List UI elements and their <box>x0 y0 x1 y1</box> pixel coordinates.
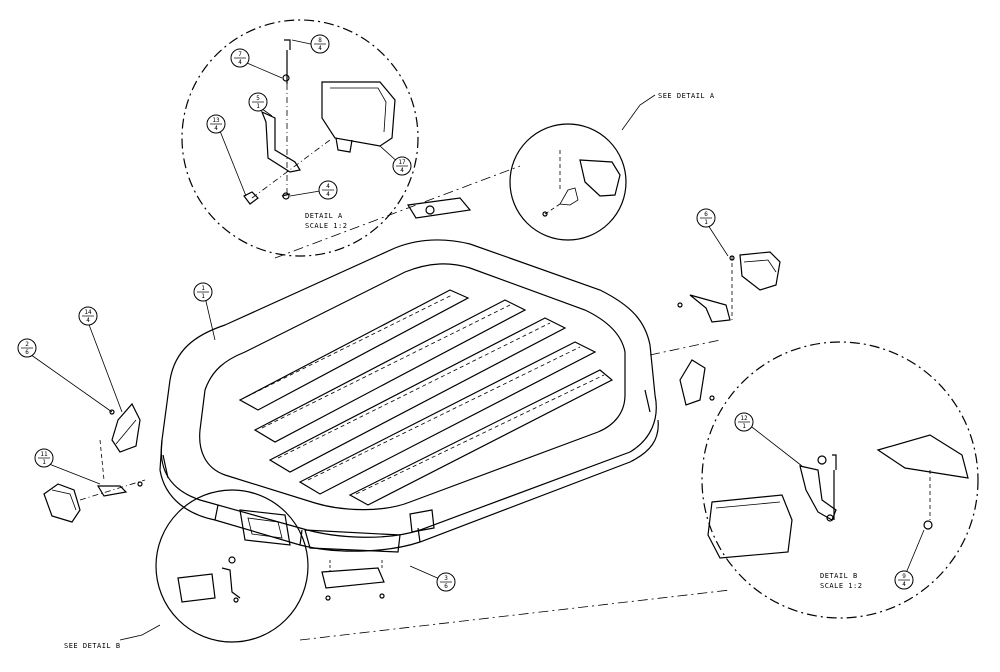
balloon-item-number: 11 <box>40 451 48 458</box>
detail-b-title: DETAIL B <box>820 572 858 580</box>
top-clip <box>407 197 472 219</box>
left-work-lamp <box>43 479 146 523</box>
balloon-item-number: 2 <box>25 341 29 348</box>
item-balloon: 121 <box>734 412 754 432</box>
item-balloon: 44 <box>318 180 338 200</box>
balloon-item-number: 5 <box>256 95 260 102</box>
balloon-item-number: 4 <box>326 183 330 190</box>
detail-b-scale: SCALE 1:2 <box>820 582 862 590</box>
item-balloon: 174 <box>392 156 412 176</box>
balloon-item-number: 6 <box>704 211 708 218</box>
right-work-lamp <box>677 251 781 323</box>
item-balloon: 144 <box>78 306 98 326</box>
balloon-quantity: 1 <box>704 219 708 226</box>
balloon-item-number: 17 <box>398 159 406 166</box>
item-balloon: 84 <box>310 34 330 54</box>
balloon-quantity: 4 <box>238 59 242 66</box>
balloon-quantity: 6 <box>25 349 29 356</box>
balloon-quantity: 4 <box>214 125 218 132</box>
balloon-item-number: 14 <box>84 309 92 316</box>
detail-b-circle <box>701 341 979 619</box>
item-balloon: 74 <box>230 48 250 68</box>
balloon-quantity: 4 <box>902 581 906 588</box>
balloon-quantity: 4 <box>318 45 322 52</box>
roof-shell <box>159 239 659 553</box>
detail-a-circle <box>181 19 419 257</box>
balloon-quantity: 4 <box>400 167 404 174</box>
detail-a-scale: SCALE 1:2 <box>305 222 347 230</box>
detail-a-reference-circle <box>509 123 627 241</box>
item-balloon: 134 <box>206 114 226 134</box>
balloon-item-number: 12 <box>740 415 748 422</box>
left-mirror-shade <box>99 402 141 481</box>
balloon-quantity: 1 <box>42 459 46 466</box>
balloon-quantity: 1 <box>201 293 205 300</box>
item-balloon: 26 <box>17 338 37 358</box>
item-balloon: 51 <box>248 92 268 112</box>
item-balloon: 36 <box>436 572 456 592</box>
balloon-quantity: 4 <box>326 191 330 198</box>
item-balloon: 11 <box>193 282 213 302</box>
balloon-quantity: 1 <box>256 103 260 110</box>
item-balloon: 111 <box>34 448 54 468</box>
balloon-item-number: 7 <box>238 51 242 58</box>
balloon-item-number: 1 <box>201 285 205 292</box>
balloon-quantity: 6 <box>444 583 448 590</box>
see-detail-b-label: SEE DETAIL B <box>64 642 121 650</box>
detail-a-title: DETAIL A <box>305 212 343 220</box>
item-balloon: 94 <box>894 570 914 590</box>
item-balloon: 61 <box>696 208 716 228</box>
balloon-item-number: 8 <box>318 37 322 44</box>
see-detail-a-label: SEE DETAIL A <box>658 92 715 100</box>
detail-b-reference-circle <box>155 489 309 643</box>
front-guard <box>321 560 385 601</box>
leader-lines <box>26 39 925 641</box>
balloon-quantity: 1 <box>742 423 746 430</box>
right-mirror-shade <box>679 359 715 406</box>
roof-ribs <box>238 289 614 506</box>
balloon-quantity: 4 <box>86 317 90 324</box>
balloon-item-number: 3 <box>444 575 448 582</box>
balloon-item-number: 9 <box>902 573 906 580</box>
balloon-item-number: 13 <box>212 117 220 124</box>
